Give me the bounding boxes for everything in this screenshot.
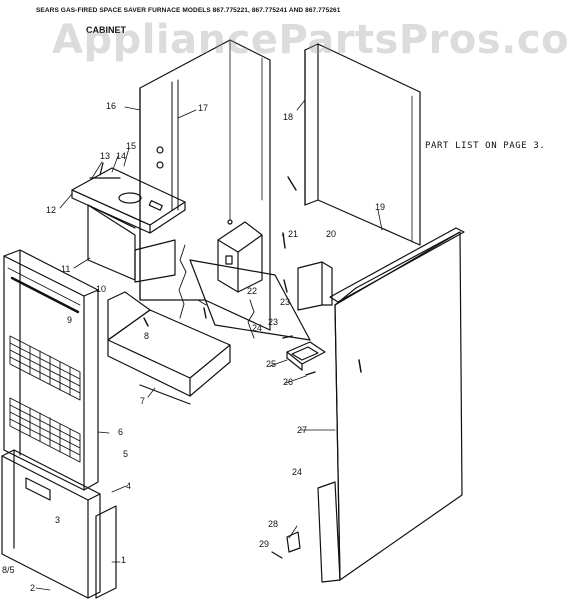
callout-13: 13: [100, 151, 111, 161]
callout-4: 4: [126, 481, 132, 491]
right-front-panel: [335, 232, 462, 580]
callout-29: 29: [259, 539, 270, 549]
heat-exchanger-box: [88, 205, 175, 282]
callout-23-lower: 23: [268, 317, 279, 327]
callout-6: 6: [118, 427, 124, 437]
callout-7: 7: [140, 396, 146, 406]
top-shelf: [72, 163, 185, 233]
side-panel: [305, 44, 420, 245]
page-reference: 8/5: [2, 565, 15, 575]
callout-11: 11: [61, 264, 71, 274]
callout-22: 22: [247, 286, 258, 296]
callout-19: 19: [375, 202, 386, 212]
section-heading: CABINET: [86, 25, 126, 35]
callout-1: 1: [121, 555, 127, 565]
callout-25: 25: [266, 359, 277, 369]
louver-upper: [10, 336, 80, 400]
break-line-left: [179, 245, 186, 318]
callout-20: 20: [326, 229, 337, 239]
clips: [272, 532, 300, 558]
small-bracket: [287, 342, 325, 370]
callout-9: 9: [67, 315, 73, 325]
bottom-strip: [318, 482, 340, 582]
callout-5: 5: [123, 449, 129, 459]
right-panel-top-rail: [330, 228, 464, 302]
callout-28: 28: [268, 519, 279, 529]
burner-tray: [108, 292, 230, 404]
junction-box: [218, 219, 262, 292]
louver-lower: [10, 398, 80, 462]
callout-10: 10: [96, 284, 107, 294]
callout-26: 26: [283, 377, 294, 387]
callout-3: 3: [55, 515, 61, 525]
callout-27: 27: [297, 425, 308, 435]
callout-21: 21: [288, 229, 299, 239]
callout-8: 8: [144, 331, 150, 341]
callout-14: 14: [116, 151, 127, 161]
callout-17: 17: [198, 103, 209, 113]
front-upper-panel: [4, 250, 98, 490]
back-panel: [140, 40, 270, 330]
screws: [144, 177, 315, 375]
bracket: [298, 262, 332, 310]
leader-lines: [36, 100, 382, 590]
lower-back-plate: [190, 260, 310, 340]
callout-23-upper: 23: [280, 297, 291, 307]
callout-15: 15: [126, 141, 137, 151]
watermark: AppliancePartsPros.com: [52, 17, 571, 63]
callout-18: 18: [283, 112, 294, 122]
callout-16: 16: [106, 101, 117, 111]
callout-24-left: 24: [252, 323, 263, 333]
callout-12: 12: [46, 205, 57, 215]
front-lower-door: [2, 450, 116, 598]
break-line-right: [248, 300, 254, 338]
diagram-title: SEARS GAS-FIRED SPACE SAVER FURNACE MODE…: [36, 7, 341, 14]
parts-list-note: PART LIST ON PAGE 3.: [425, 141, 546, 151]
callout-24-right: 24: [292, 467, 303, 477]
callout-2: 2: [30, 583, 36, 593]
